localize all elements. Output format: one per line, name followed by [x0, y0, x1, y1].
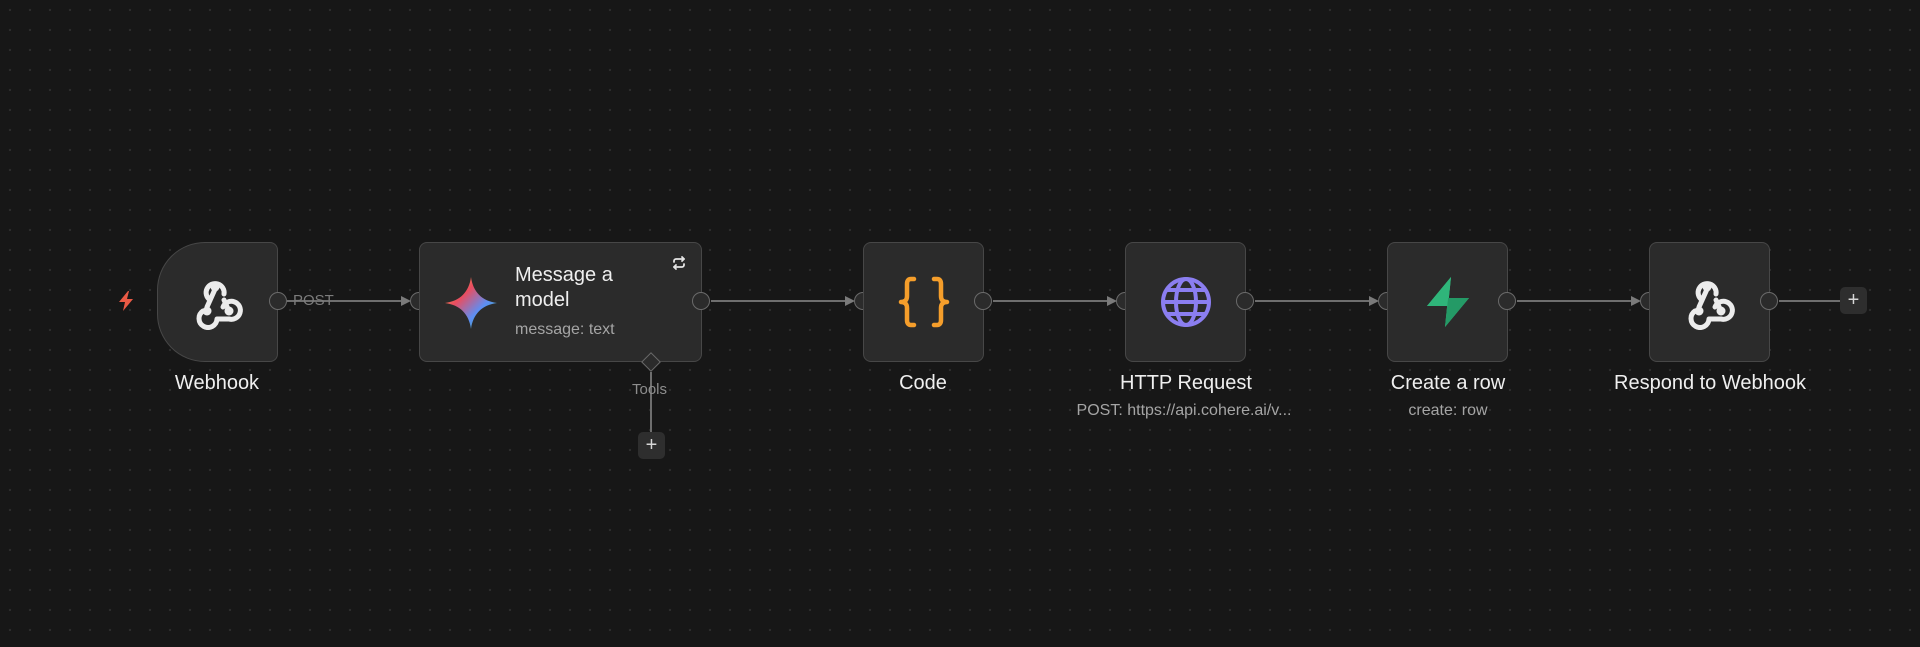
node-subtitle-message-model: message: text — [515, 321, 615, 338]
curly-braces-icon — [896, 274, 952, 330]
edge-label-post: POST — [293, 292, 334, 309]
node-title-message-model: Message a model — [515, 264, 613, 311]
node-subtitle-create-row: create: row — [1408, 402, 1488, 419]
gemini-sparkle-icon — [443, 275, 499, 331]
node-label-http-request: HTTP Request — [1120, 372, 1252, 394]
globe-icon — [1158, 274, 1214, 330]
output-handle-http-request[interactable] — [1236, 292, 1254, 310]
node-label-code: Code — [899, 372, 947, 394]
output-handle-code[interactable] — [974, 292, 992, 310]
output-handle-respond-webhook[interactable] — [1760, 292, 1778, 310]
refresh-icon[interactable] — [671, 255, 687, 271]
node-subtitle-http-request: POST: https://api.cohere.ai/v... — [1076, 402, 1292, 419]
webhook-icon — [1682, 274, 1738, 330]
node-webhook[interactable] — [157, 242, 278, 362]
output-handle-message-model[interactable] — [692, 292, 710, 310]
add-node-button[interactable]: + — [1840, 287, 1867, 314]
node-label-create-row: Create a row — [1390, 372, 1506, 394]
node-http-request[interactable] — [1125, 242, 1246, 362]
node-create-row[interactable] — [1387, 242, 1508, 362]
add-tool-button[interactable]: + — [638, 432, 665, 459]
supabase-bolt-icon — [1420, 274, 1476, 330]
node-respond-webhook[interactable] — [1649, 242, 1770, 362]
node-code[interactable] — [863, 242, 984, 362]
webhook-icon — [190, 274, 246, 330]
node-message-model[interactable]: Message a model message: text — [419, 242, 702, 362]
node-label-webhook: Webhook — [174, 372, 260, 394]
output-handle-create-row[interactable] — [1498, 292, 1516, 310]
node-label-respond-webhook: Respond to Webhook — [1614, 372, 1806, 394]
tools-label: Tools — [632, 381, 668, 398]
output-handle-webhook[interactable] — [269, 292, 287, 310]
lightning-bolt-icon — [116, 290, 136, 312]
